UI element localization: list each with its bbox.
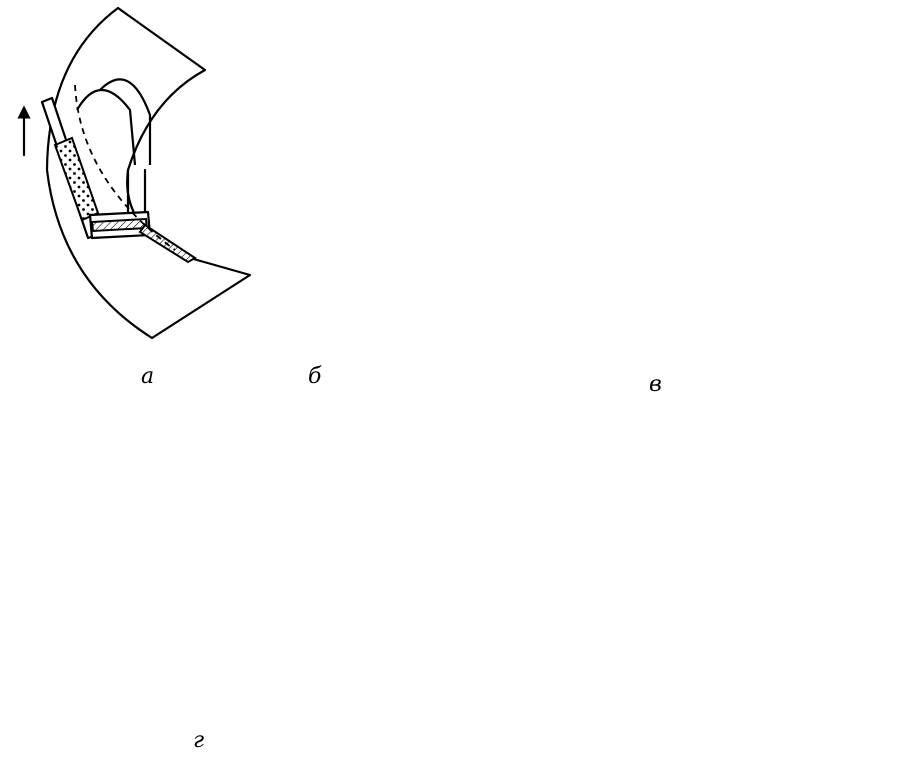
electrode-tube-outer [76,88,137,166]
electrode-tube-inner [99,78,152,165]
panel-label-v: в [649,372,662,397]
panel-a [17,6,252,340]
powder-layer [53,136,100,222]
panel-label-b: б [308,364,322,389]
panel-label-a: а [141,364,155,389]
base-strip [90,217,149,233]
panel-label-g: г [193,728,205,753]
